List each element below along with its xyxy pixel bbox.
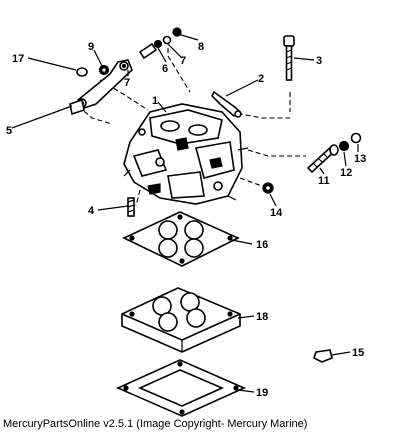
part-16-gasket	[122, 211, 240, 267]
callout-labels: 17 9 7 6 7 8 3 2 1 5 4 11 12 13 14 16 18…	[6, 41, 366, 399]
callout-8: 8	[198, 41, 204, 53]
callout-19: 19	[256, 387, 268, 399]
part-17-cap	[76, 67, 88, 77]
part-2-pin	[211, 90, 242, 118]
callout-9: 9	[88, 41, 94, 53]
copyright-caption: MercuryPartsOnline v2.5.1 (Image Copyrig…	[3, 418, 308, 430]
part-4-screw	[127, 197, 135, 217]
callout-11: 11	[318, 175, 330, 187]
parts-6-7-8-hardware	[138, 27, 182, 60]
part-18-spacer	[121, 287, 241, 353]
callout-4: 4	[88, 205, 95, 217]
callout-18: 18	[256, 311, 268, 323]
callout-7a: 7	[124, 77, 130, 89]
part-1-carburetor	[123, 103, 249, 205]
part-19-gasket	[116, 359, 246, 417]
part-9-nut	[98, 64, 110, 76]
callout-3: 3	[316, 55, 322, 67]
callout-15: 15	[352, 347, 364, 359]
callout-2: 2	[258, 73, 264, 85]
callout-6: 6	[162, 63, 168, 75]
parts-11-12-13-stud-hardware	[306, 132, 362, 174]
callout-16: 16	[256, 239, 268, 251]
part-14-nut	[262, 182, 274, 194]
callout-5: 5	[6, 125, 12, 137]
callout-7b: 7	[180, 55, 186, 67]
part-3-bolt	[283, 35, 295, 81]
part-15-cap	[313, 349, 333, 363]
leader-lines	[11, 33, 359, 393]
part-5-lever-arm	[69, 59, 133, 116]
callout-12: 12	[340, 167, 352, 179]
phantom-lines	[77, 40, 306, 207]
callout-1: 1	[152, 95, 158, 107]
callout-17: 17	[12, 53, 24, 65]
callout-13: 13	[354, 153, 366, 165]
callout-14: 14	[270, 207, 283, 219]
